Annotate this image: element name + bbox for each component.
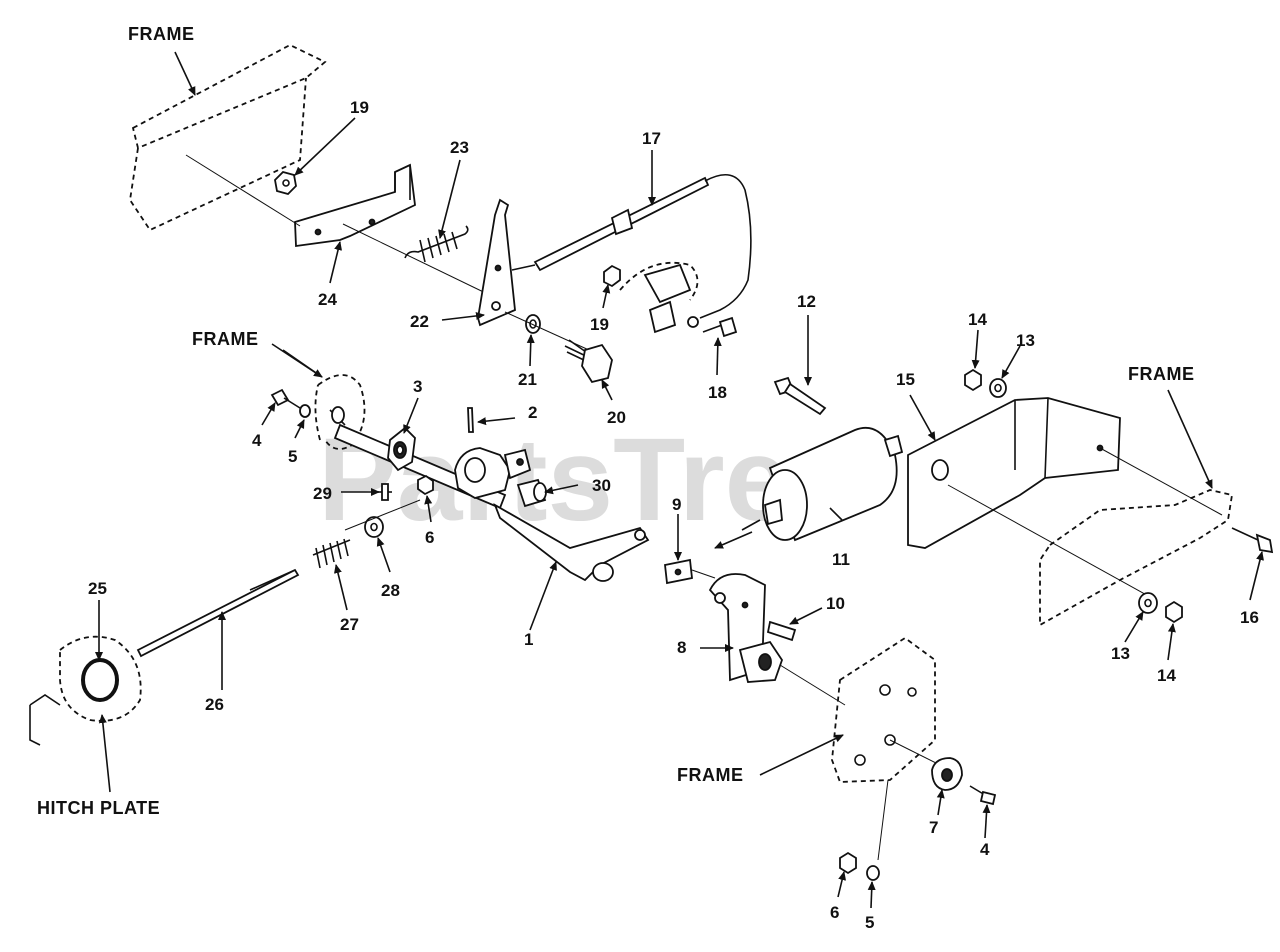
callout-28: 28 (381, 581, 400, 600)
callout-5-left: 5 (288, 447, 297, 466)
washer-part-21 (525, 314, 541, 334)
callout-26: 26 (205, 695, 224, 714)
cam-part-7 (931, 757, 963, 791)
captions: FRAME FRAME FRAME FRAME HITCH PLATE (37, 24, 1195, 818)
frame-bottom (831, 636, 936, 783)
frame-mid-left (314, 374, 366, 450)
callout-2: 2 (528, 403, 537, 422)
callout-7: 7 (929, 818, 938, 837)
bolt-part-18 (702, 316, 738, 338)
washer-part-13-a (989, 378, 1007, 398)
callout-18: 18 (708, 383, 727, 402)
snap-ring-part-25 (81, 658, 119, 702)
callout-17: 17 (642, 129, 661, 148)
bracket-part-15 (907, 397, 1121, 549)
callout-27: 27 (340, 615, 359, 634)
callout-4-left: 4 (252, 431, 262, 450)
callout-12: 12 (797, 292, 816, 311)
cable-part-17 (511, 173, 752, 319)
cable-clamp-assembly (619, 261, 699, 334)
callout-13-top: 13 (1016, 331, 1035, 350)
washer-part-13-b (1138, 592, 1158, 614)
switch-assembly (738, 640, 783, 683)
callout-6-left: 6 (425, 528, 434, 547)
callout-8: 8 (677, 638, 686, 657)
bolt-part-20 (564, 339, 613, 384)
leader-lines (95, 51, 1264, 909)
callout-15: 15 (896, 370, 915, 389)
actuator-part-11 (741, 426, 904, 542)
callout-14-top: 14 (968, 310, 987, 329)
callout-14-bottom: 14 (1157, 666, 1176, 685)
nut-part-19-a (274, 170, 297, 196)
callout-1: 1 (524, 630, 533, 649)
nut-part-19-b (603, 264, 621, 288)
callout-13-bottom: 13 (1111, 644, 1130, 663)
callout-25: 25 (88, 579, 107, 598)
callout-22: 22 (410, 312, 429, 331)
callout-20: 20 (607, 408, 626, 427)
part-callouts: 19 23 17 24 22 19 21 20 18 12 3 2 4 5 29… (88, 98, 1259, 932)
lever-arm-part-1 (493, 502, 650, 582)
bolt-part-4-a (270, 388, 301, 409)
callout-4-right: 4 (980, 840, 990, 859)
callout-5-right: 5 (865, 913, 874, 932)
callout-21: 21 (518, 370, 537, 389)
caption-frame-right: FRAME (1128, 364, 1195, 384)
bracket-part-24 (294, 163, 416, 248)
callout-19-top: 19 (350, 98, 369, 117)
bolt-part-10 (766, 620, 797, 642)
callout-16: 16 (1240, 608, 1259, 627)
caption-hitch-plate: HITCH PLATE (37, 798, 160, 818)
callout-11: 11 (832, 550, 850, 569)
nut-part-14-a (964, 368, 982, 392)
hitch-plate (29, 635, 142, 746)
spring-part-27 (312, 538, 351, 569)
clevis-pin-part-29 (378, 483, 392, 501)
callout-24: 24 (318, 290, 337, 309)
frame-right (1039, 489, 1234, 627)
frame-top-left (129, 43, 327, 232)
callout-6-right: 6 (830, 903, 839, 922)
lever-part-22 (477, 198, 516, 327)
callout-30: 30 (592, 476, 611, 495)
spring-part-23 (404, 225, 469, 263)
callout-9: 9 (672, 495, 681, 514)
callout-19-mid: 19 (590, 315, 609, 334)
pin-part-2 (467, 407, 474, 433)
bolt-part-4-b (969, 785, 997, 806)
caption-frame-top-left: FRAME (128, 24, 195, 44)
rod-part-26 (136, 568, 300, 658)
washer-part-5-b (866, 865, 880, 881)
caption-frame-mid-left: FRAME (192, 329, 259, 349)
callout-10: 10 (826, 594, 845, 613)
callout-3: 3 (413, 377, 422, 396)
bolt-part-12 (773, 376, 827, 416)
nut-part-6-b (839, 851, 857, 875)
plate-part-9 (664, 558, 716, 585)
washer-part-5-a (299, 404, 311, 418)
pivot-assembly (454, 447, 532, 499)
washer-part-28 (364, 516, 384, 538)
callout-23: 23 (450, 138, 469, 157)
nut-part-6-a (417, 474, 434, 496)
callout-29: 29 (313, 484, 332, 503)
bolt-part-16 (1231, 527, 1274, 554)
caption-frame-bottom: FRAME (677, 765, 744, 785)
nut-part-14-b (1165, 600, 1183, 624)
